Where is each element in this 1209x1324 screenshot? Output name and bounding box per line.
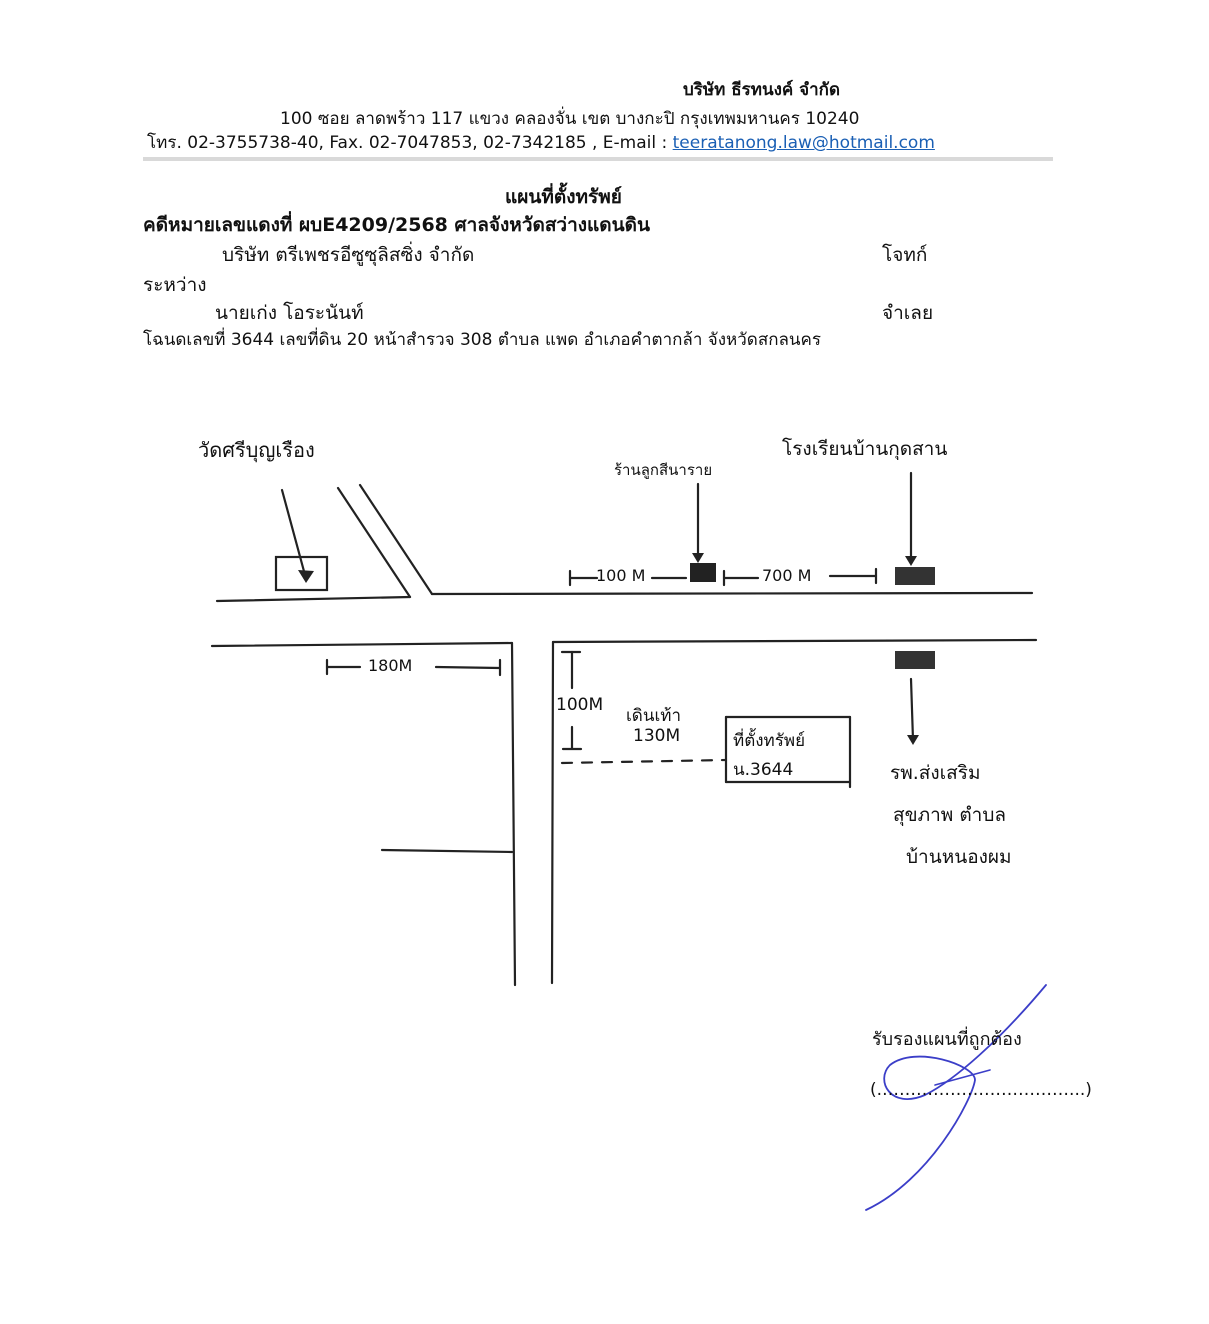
email-link[interactable]: teeratanong.law@hotmail.com [672,133,935,153]
between-label: ระหว่าง [143,274,207,296]
document-title: แผนที่ตั้งทรัพย์ [505,186,622,208]
temple-label: วัดศรีบุญเรือง [198,438,315,462]
certify-label: รับรองแผนที่ถูกต้อง [872,1029,1022,1050]
school-marker [895,567,935,585]
hospital-label-line3: บ้านหนองผม [906,846,1012,868]
walk-distance: 130M [633,726,681,746]
company-contact: โทร. 02-3755738-40, Fax. 02-7047853, 02-… [147,129,935,156]
temple-arrow [280,488,307,577]
property-label: ที่ตั้งทรัพย์ [733,731,806,751]
header-divider [143,157,1053,161]
road-top-left-edge [215,595,412,603]
walk-path [560,758,728,765]
temple-marker [274,555,329,592]
deed-info: โฉนดเลขที่ 3644 เลขที่ดิน 20 หน้าสำรวจ 3… [143,330,822,350]
signature-stroke [865,984,1047,1211]
signature-line: (.……………………………...) [870,1080,1092,1100]
hospital-label-line2: สุขภาพ ตำบล [893,804,1007,826]
shop-marker [690,563,716,582]
distance-100-side: 100M [556,695,604,715]
company-name: บริษัท ธีรทนงค์ จำกัด [683,80,841,100]
property-deed: น.3644 [733,760,794,780]
side-road-edge [380,848,514,854]
company-address: 100 ซอย ลาดพร้าว 117 แขวง คลองจั่น เขต บ… [280,109,860,129]
shop-label: ร้านลูกสีนาราย [614,461,713,479]
plaintiff-role: โจทก์ [882,244,928,266]
hospital-marker [895,651,935,669]
distance-100-top: 100 M [596,566,646,585]
hospital-label-line1: รพ.ส่งเสริม [890,762,981,784]
road-vertical-right [550,640,555,985]
road-lower-right-edge [551,638,1038,644]
diagonal-road-left [336,486,412,599]
hospital-arrow [909,677,915,742]
distance-180: 180M [368,656,413,675]
plaintiff-name: บริษัท ตรีเพชรอีซูซุลิสซิ่ง จำกัด [222,244,475,266]
defendant-role: จำเลย [882,302,934,324]
diagonal-road-right [358,483,434,596]
road-vertical-left [510,641,517,987]
case-number: คดีหมายเลขแดงที่ ผบE4209/2568 ศาลจังหวัด… [143,214,650,236]
defendant-name: นายเก่ง โอระนันท์ [215,302,364,324]
contact-text: โทร. 02-3755738-40, Fax. 02-7047853, 02-… [147,133,673,153]
school-label: โรงเรียนบ้านกุดสาน [782,438,948,460]
distance-700: 700 M [762,566,812,585]
road-lower-left-edge [210,641,514,648]
road-top-right-edge [430,591,1034,596]
walk-label: เดินเท้า [626,706,682,726]
